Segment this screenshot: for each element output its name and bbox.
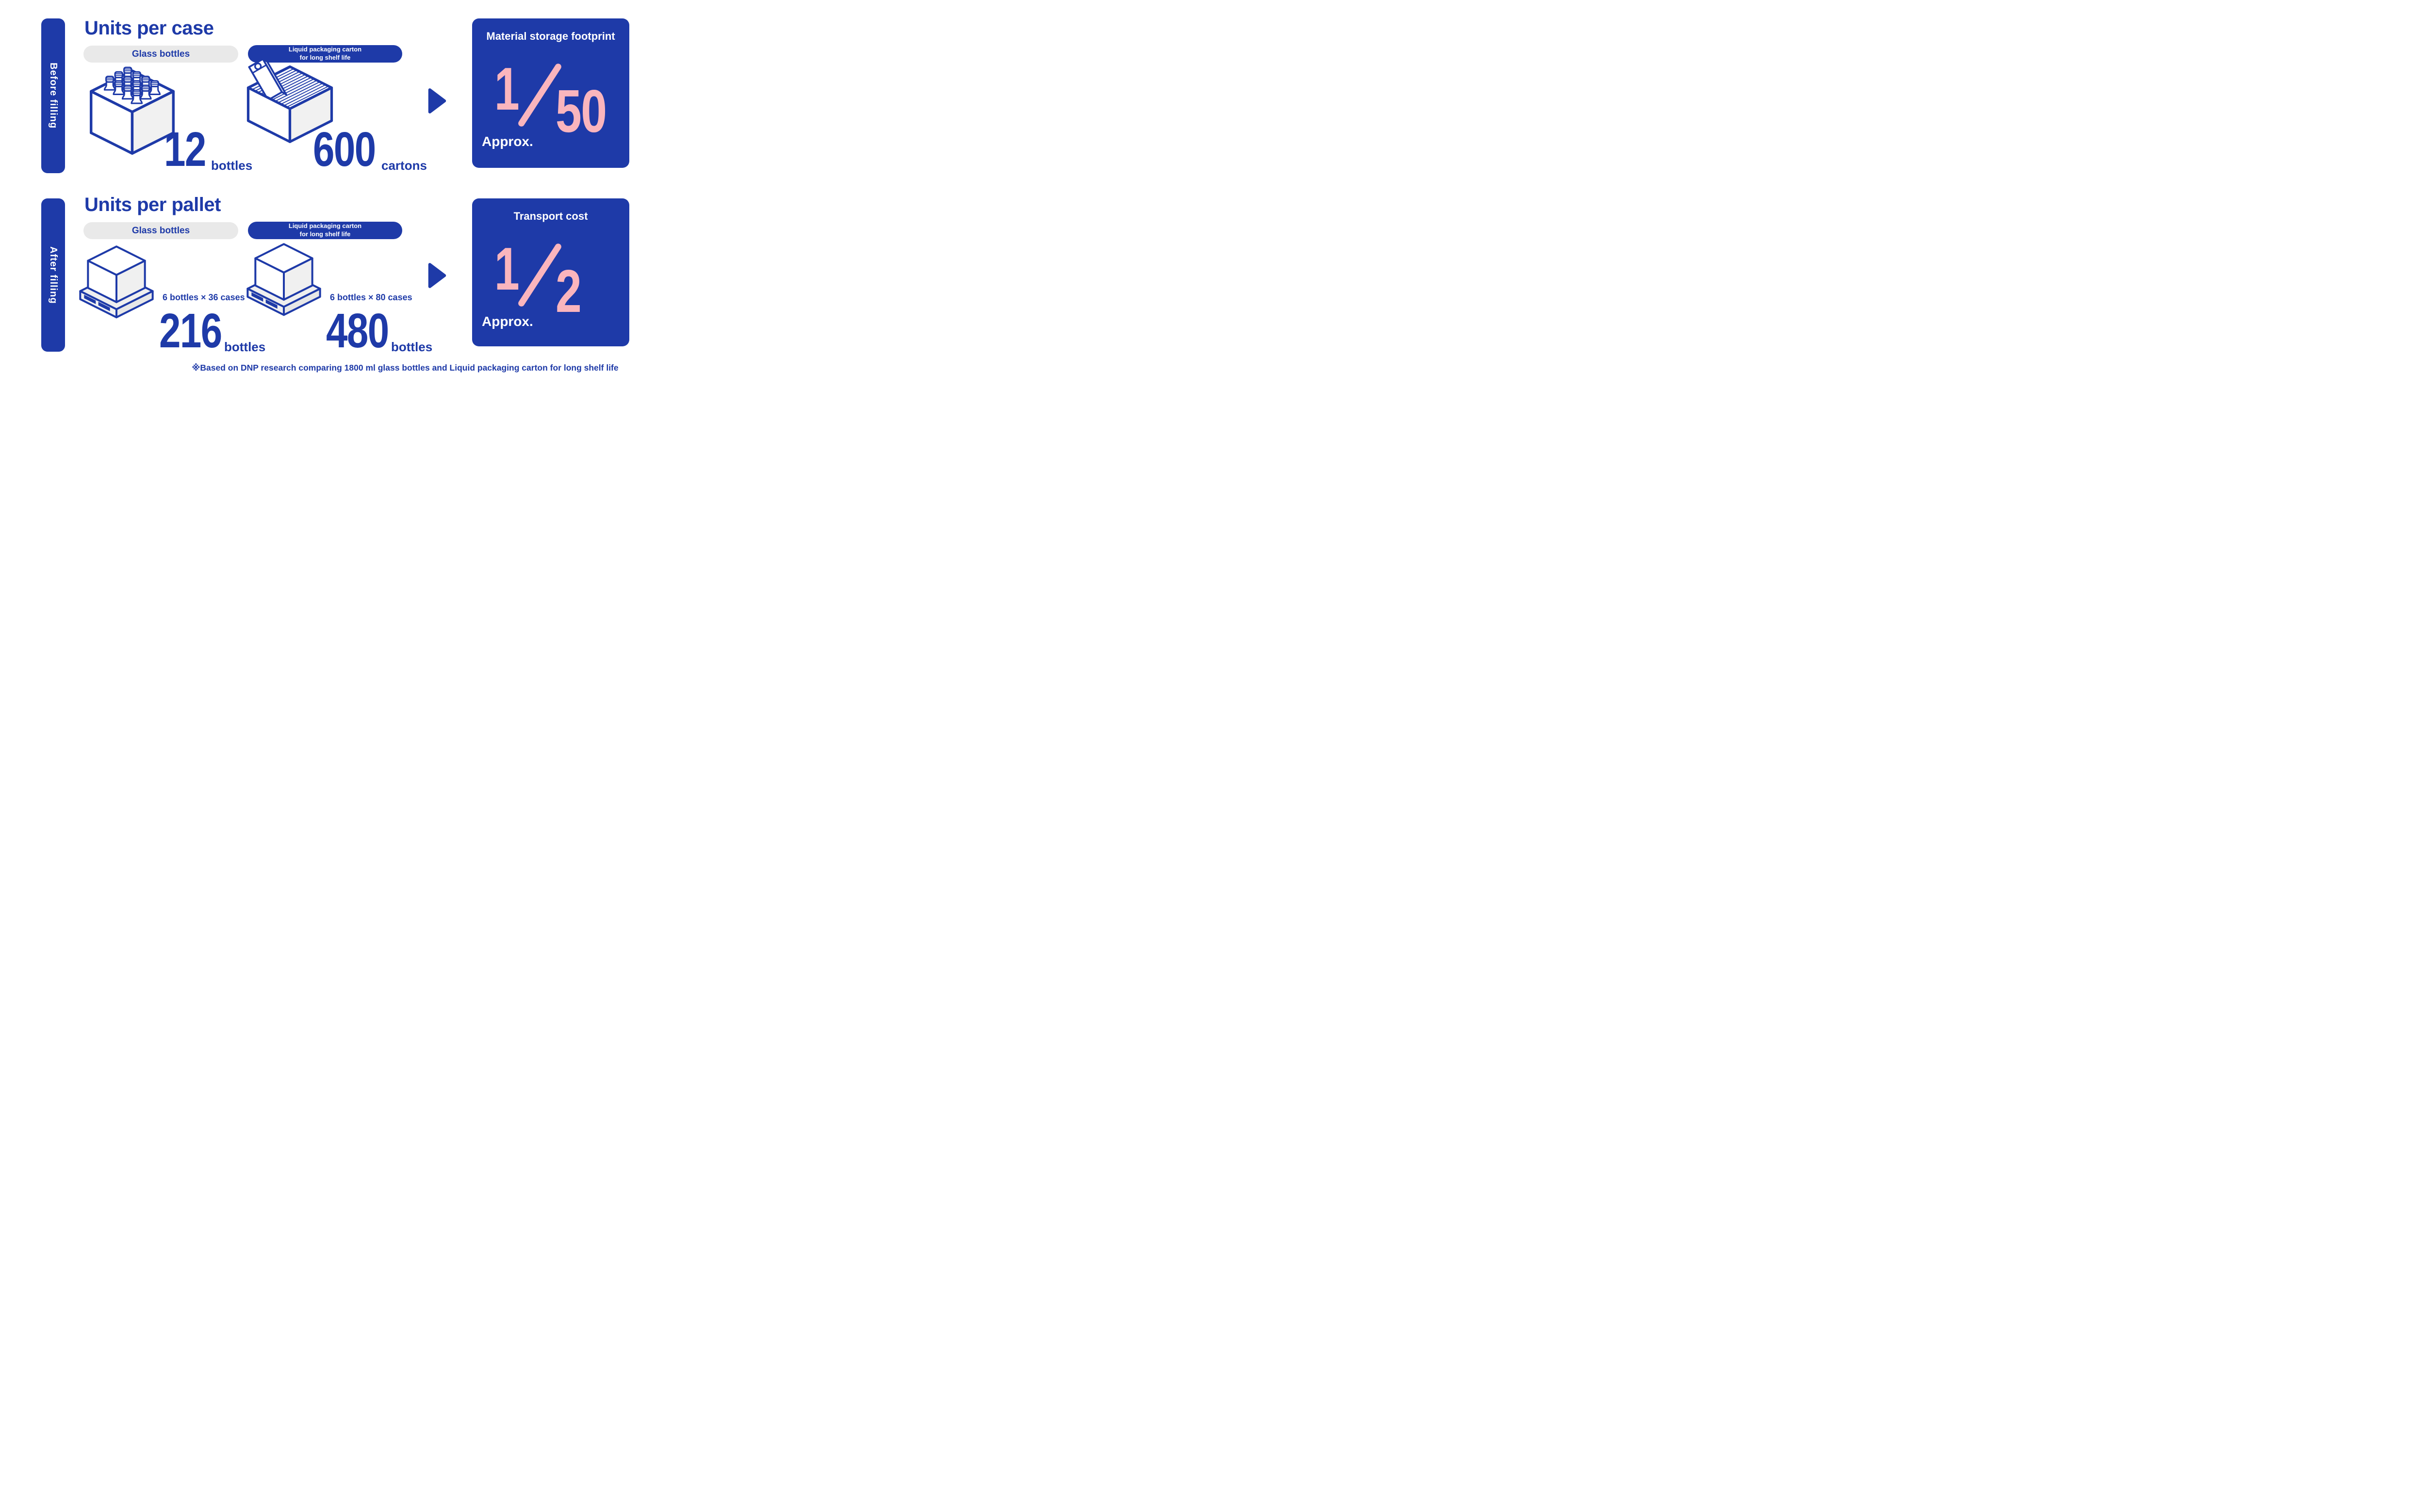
glass-bottles-pill-pallet: Glass bottles xyxy=(83,222,238,239)
storage-fraction-numerator: 1 xyxy=(494,56,520,123)
case-glass-unit: bottles xyxy=(211,158,253,173)
carton-pill-2-line1: Liquid packaging carton xyxy=(288,222,362,230)
transport-fraction-denominator: 2 xyxy=(556,258,582,325)
result-title-storage: Material storage footprint xyxy=(486,30,615,42)
result-title-transport: Transport cost xyxy=(513,210,588,222)
right-arrow-icon xyxy=(428,88,446,114)
carton-stack-icon xyxy=(246,58,333,143)
before-filling-tab: Before filling xyxy=(41,18,65,173)
case-glass-count: 12 xyxy=(164,122,206,177)
carton-pill-2-line2: for long shelf life xyxy=(299,230,351,238)
case-carton-unit: cartons xyxy=(381,158,427,173)
pallet-carton-count: 480 xyxy=(326,304,389,358)
pallet-glass-count: 216 xyxy=(159,304,222,358)
after-filling-label: After filling xyxy=(48,246,59,304)
glass-bottle-crate-icon xyxy=(90,66,175,155)
carton-pill-case: Liquid packaging carton for long shelf l… xyxy=(248,45,402,63)
storage-fraction-denominator: 50 xyxy=(556,78,607,145)
glass-bottles-pill-label-2: Glass bottles xyxy=(131,225,190,236)
carton-pill-line1: Liquid packaging carton xyxy=(288,46,362,53)
glass-pallet-icon xyxy=(79,245,154,319)
pallet-carton-unit: bottles xyxy=(391,340,433,354)
glass-bottles-pill-case: Glass bottles xyxy=(83,46,238,63)
pallet-carton-calc: 6 bottles × 80 cases xyxy=(330,293,412,302)
material-storage-footprint-box: Material storage footprint 1 50 Approx. xyxy=(472,18,629,168)
glass-bottles-pill-label: Glass bottles xyxy=(131,49,190,59)
footnote: ※Based on DNP research comparing 1800 ml… xyxy=(192,363,619,373)
carton-pill-line2: for long shelf life xyxy=(299,54,351,61)
carton-pill-pallet: Liquid packaging carton for long shelf l… xyxy=(248,222,402,239)
transport-fraction-numerator: 1 xyxy=(494,236,520,303)
right-arrow-icon-2 xyxy=(428,263,446,288)
before-filling-label: Before filling xyxy=(48,63,59,129)
transport-cost-box: Transport cost 1 2 Approx. xyxy=(472,198,629,346)
units-per-case-title: Units per case xyxy=(84,17,214,39)
storage-approx-label: Approx. xyxy=(482,134,533,149)
pallet-glass-unit: bottles xyxy=(224,340,266,354)
after-filling-tab: After filling xyxy=(41,198,65,352)
carton-pallet-icon xyxy=(246,243,321,316)
infographic-canvas: Before filling Units per case Glass bott… xyxy=(0,0,679,381)
units-per-pallet-title: Units per pallet xyxy=(84,194,221,215)
transport-approx-label: Approx. xyxy=(482,314,533,329)
pallet-glass-calc: 6 bottles × 36 cases xyxy=(163,293,245,302)
case-carton-count: 600 xyxy=(313,122,376,177)
